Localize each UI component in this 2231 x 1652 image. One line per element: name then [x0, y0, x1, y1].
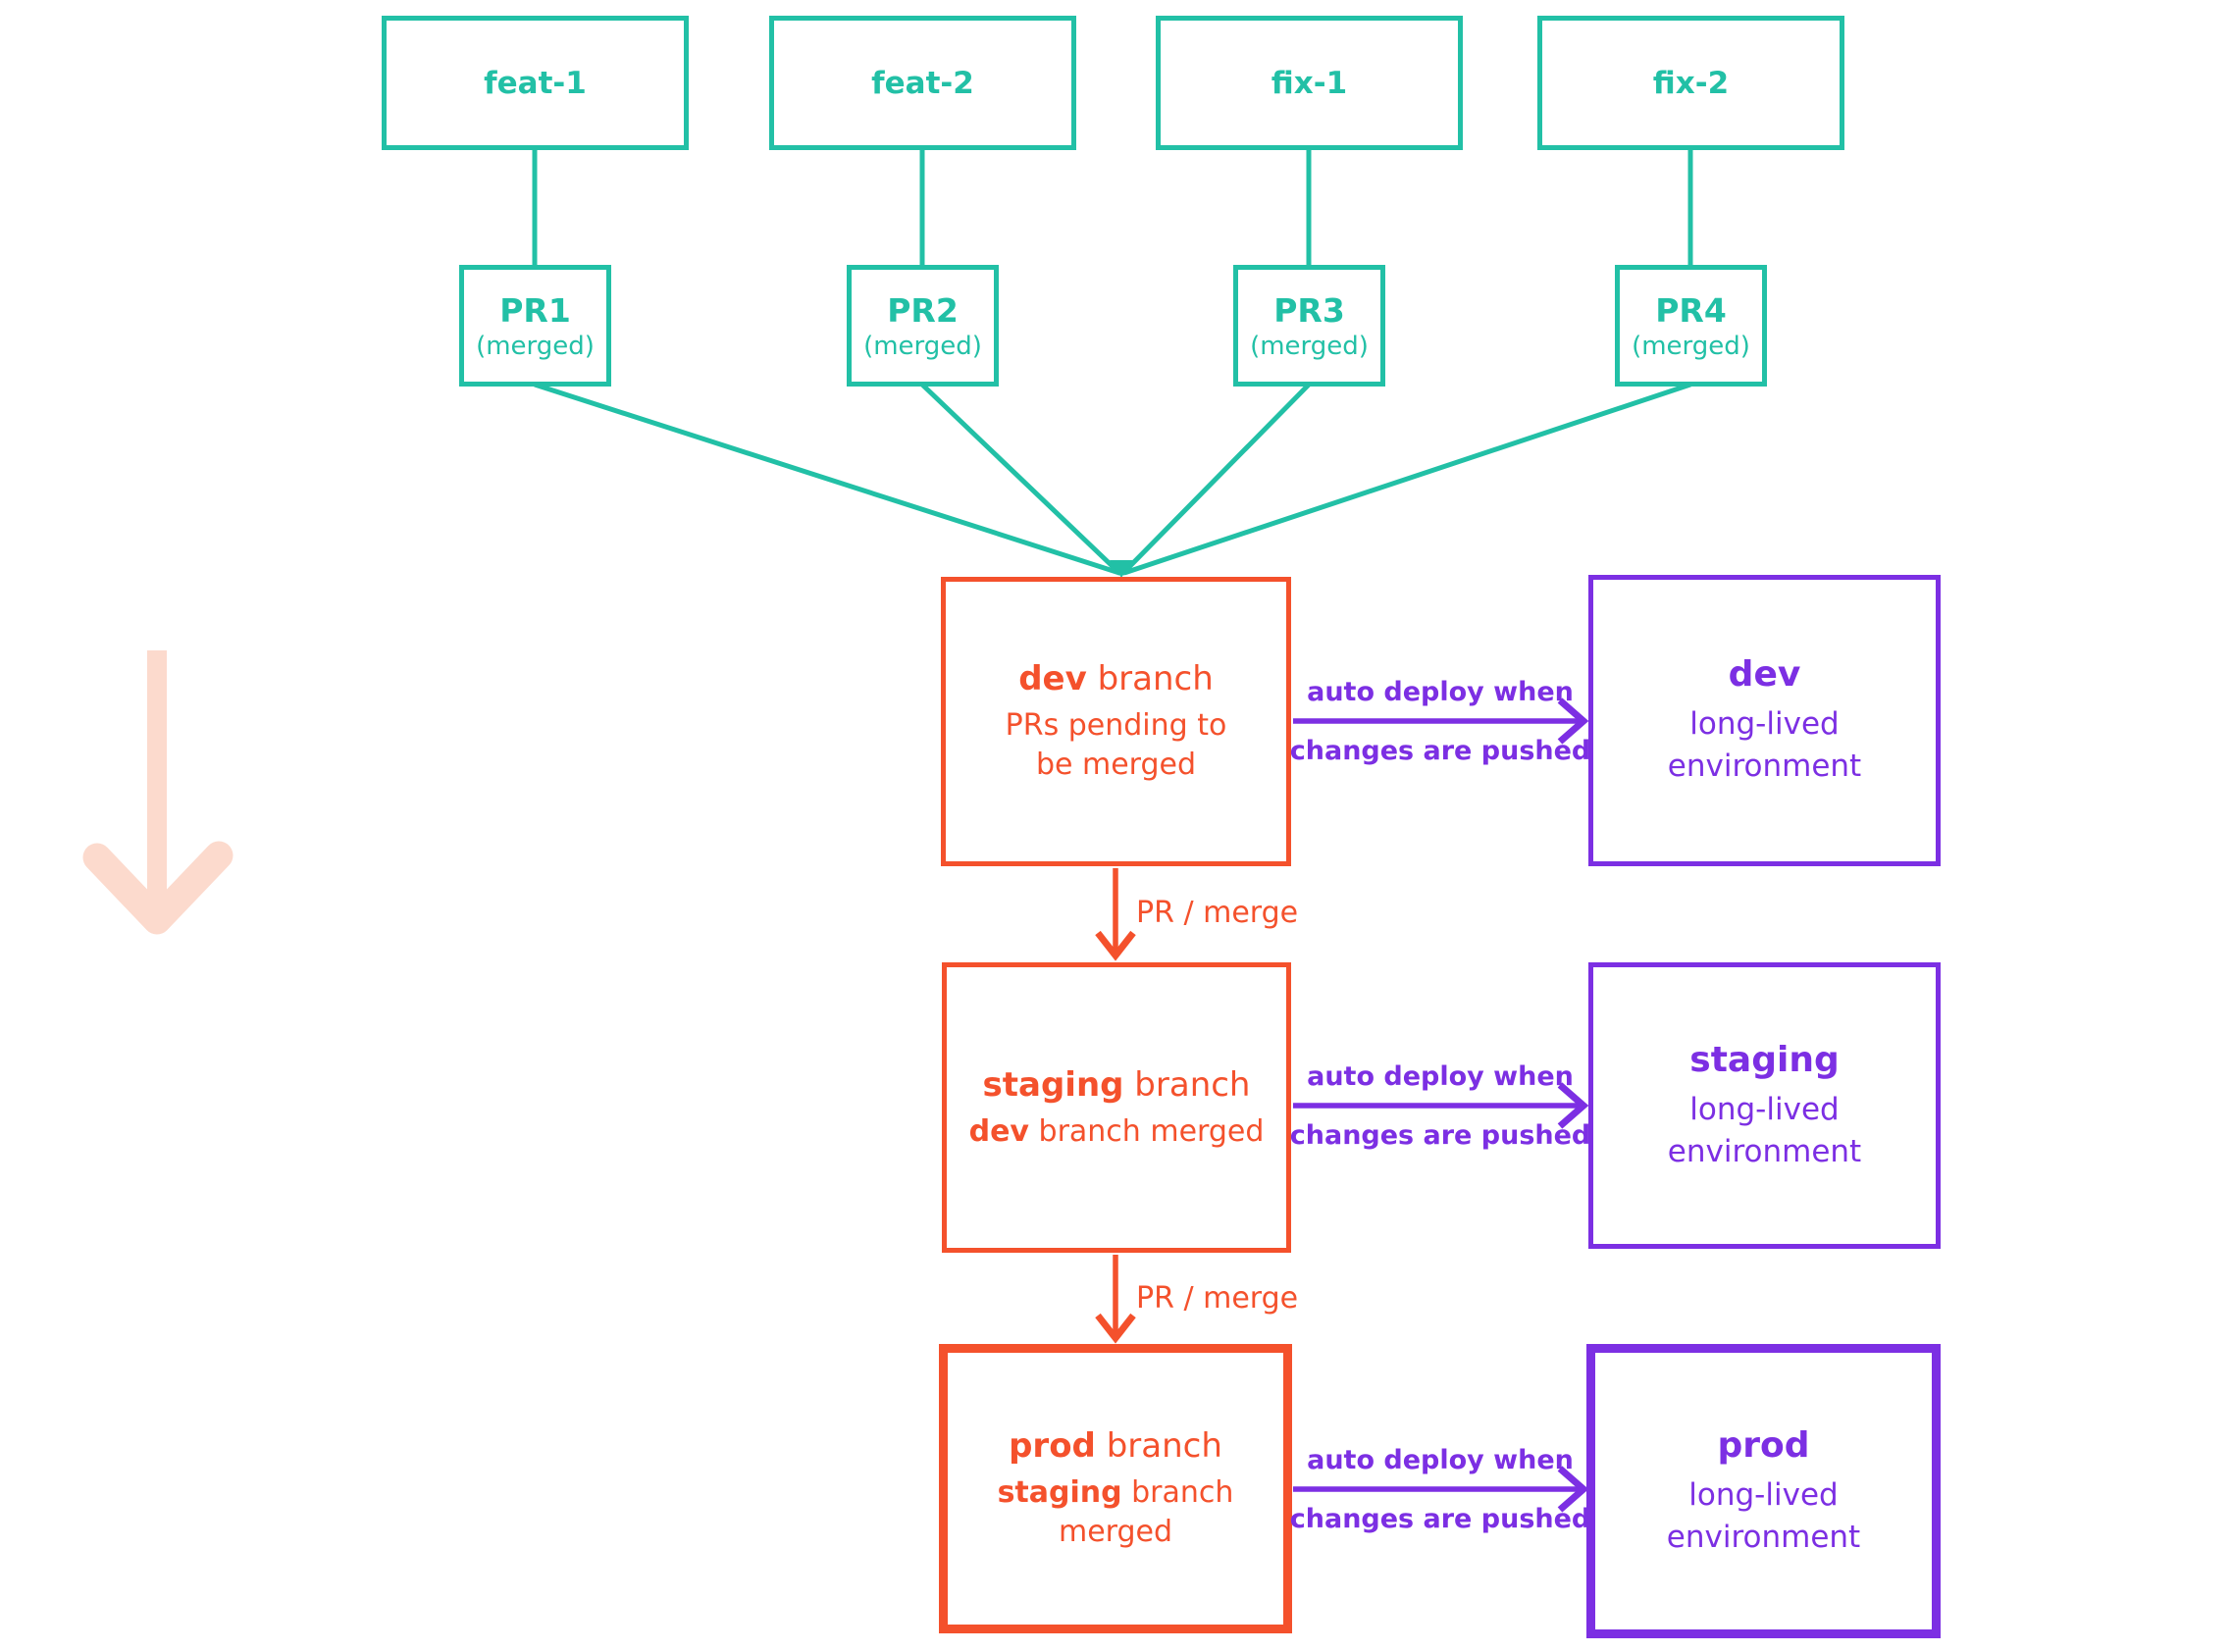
branch-title-rest: branch: [1095, 1426, 1222, 1467]
branch-box-dev: dev branch PRs pending to be merged: [941, 577, 1291, 866]
deploy-label-prod-line2: changes are pushed: [1289, 1504, 1591, 1534]
environment-name: prod: [1717, 1424, 1810, 1466]
feature-label: feat-2: [871, 65, 974, 101]
feature-label: fix-1: [1271, 65, 1348, 101]
pr-box-pr3: PR3 (merged): [1233, 265, 1385, 387]
arrow-deploy-dev-head-icon: [1557, 697, 1589, 745]
pr-status: (merged): [1250, 331, 1369, 361]
branch-name: dev: [1018, 659, 1087, 699]
connector-pr3-dev: [1120, 383, 1311, 576]
arrow-dev-staging-head-icon: [1095, 930, 1136, 961]
deploy-label-dev-line2: changes are pushed: [1289, 736, 1591, 766]
branch-subtitle-text: branch merged: [1058, 1474, 1234, 1550]
pr-label: PR1: [499, 290, 571, 330]
branch-title: staging branch: [983, 1063, 1251, 1109]
branch-subtitle: staging branch merged: [954, 1473, 1277, 1553]
pr-label: PR4: [1655, 290, 1727, 330]
feature-box-feat-1: feat-1: [382, 16, 689, 150]
feature-label: fix-2: [1652, 65, 1730, 101]
connector-pr4-dev: [1123, 382, 1691, 576]
pr-label: PR2: [887, 290, 959, 330]
deploy-label-staging-line1: auto deploy when: [1307, 1061, 1574, 1092]
arrow-staging-prod-head-icon: [1095, 1313, 1136, 1344]
pr-box-pr4: PR4 (merged): [1615, 265, 1767, 387]
branch-subtitle-text: branch merged: [1029, 1113, 1265, 1149]
deploy-label-dev-line1: auto deploy when: [1307, 677, 1574, 707]
branch-subtitle-emphasis: staging: [997, 1474, 1122, 1510]
branch-title-rest: branch: [1123, 1064, 1251, 1105]
branch-name: staging: [982, 1064, 1124, 1105]
arrow-deploy-prod-head-icon: [1557, 1466, 1589, 1513]
pr-status: (merged): [476, 331, 595, 361]
environment-box-prod: prod long-lived environment: [1586, 1344, 1941, 1638]
pr-box-pr1: PR1 (merged): [459, 265, 611, 387]
pr-status: (merged): [1632, 331, 1750, 361]
environment-box-staging: staging long-lived environment: [1588, 962, 1941, 1249]
pr-box-pr2: PR2 (merged): [847, 265, 999, 387]
environment-description: long-lived environment: [1666, 1476, 1861, 1555]
branch-title-rest: branch: [1086, 659, 1214, 699]
feature-box-fix-1: fix-1: [1156, 16, 1463, 150]
environment-description: long-lived environment: [1667, 706, 1862, 785]
timeline-down-arrow-head-icon: [82, 841, 233, 935]
pr-label: PR3: [1273, 290, 1345, 330]
feature-label: feat-1: [484, 65, 587, 101]
branch-title: prod branch: [1009, 1424, 1222, 1470]
branch-subtitle-text: PRs pending to be merged: [1005, 707, 1227, 783]
merge-label-staging-prod: PR / merge: [1136, 1281, 1299, 1316]
merge-label-dev-staging: PR / merge: [1136, 896, 1299, 930]
pr-status: (merged): [863, 331, 982, 361]
feature-box-feat-2: feat-2: [769, 16, 1076, 150]
branch-box-staging: staging branch dev branch merged: [942, 962, 1291, 1253]
environment-box-dev: dev long-lived environment: [1588, 575, 1941, 866]
environment-name: staging: [1689, 1039, 1840, 1080]
branch-box-prod: prod branch staging branch merged: [939, 1344, 1292, 1633]
branch-name: prod: [1009, 1426, 1096, 1467]
deploy-label-staging-line2: changes are pushed: [1289, 1120, 1591, 1151]
branch-title: dev branch: [1018, 657, 1214, 702]
environment-name: dev: [1728, 654, 1801, 696]
merge-arrowhead-icon: [1110, 560, 1133, 578]
connector-pr2-dev: [920, 383, 1122, 576]
deploy-label-prod-line1: auto deploy when: [1307, 1445, 1574, 1475]
connector-pr1-dev: [534, 382, 1120, 576]
branch-subtitle: PRs pending to be merged: [989, 706, 1244, 786]
branch-subtitle-emphasis: dev: [968, 1113, 1029, 1149]
branch-subtitle: dev branch merged: [969, 1112, 1265, 1153]
feature-box-fix-2: fix-2: [1537, 16, 1844, 150]
arrow-deploy-staging-head-icon: [1557, 1082, 1589, 1129]
environment-description: long-lived environment: [1667, 1091, 1862, 1169]
